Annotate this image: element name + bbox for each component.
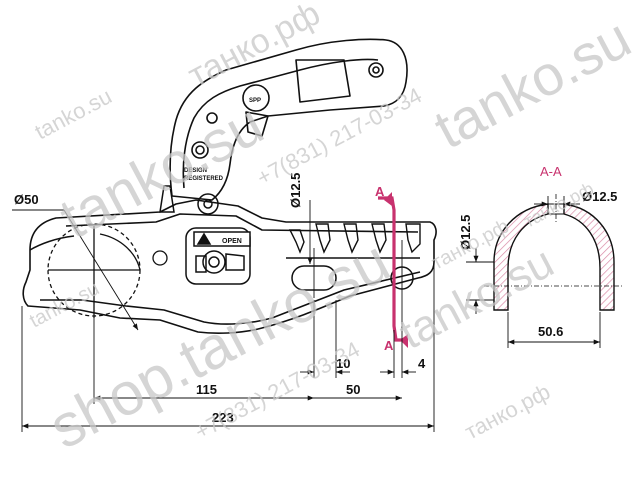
dim-section-diameter: Ø12.5 — [582, 189, 617, 204]
dim-slot-10: 10 — [336, 356, 350, 371]
dim-section-height: Ø12.5 — [458, 215, 473, 250]
lock-handle — [169, 38, 408, 201]
coupling-body — [22, 199, 437, 334]
watermark-11: танко.рф — [461, 379, 555, 445]
watermark-8: tanko.su — [26, 277, 103, 332]
dim-offset-4: 4 — [418, 356, 426, 371]
label-design: DESIGN — [184, 168, 207, 174]
watermark-3: tanko.su — [424, 6, 640, 161]
watermark-6: +7(831) 217-03-34 — [253, 82, 426, 190]
label-registered: REGISTERED — [184, 176, 224, 182]
watermark-1: tanko.su — [31, 83, 116, 144]
section-title: A-A — [540, 164, 562, 179]
dim-bolt-diameter-side: Ø12.5 — [288, 173, 303, 208]
dimension-lines — [12, 200, 435, 432]
watermark-9: tanko.su — [392, 237, 562, 358]
dim-length-50: 50 — [346, 382, 360, 397]
brand-logo-mark: SPP — [249, 98, 261, 104]
bolt-slots — [291, 240, 414, 300]
dim-ball-diameter: Ø50 — [14, 192, 39, 207]
section-view — [484, 194, 624, 311]
dim-length-223: 223 — [212, 410, 234, 425]
dim-length-115: 115 — [196, 382, 217, 397]
section-marker-bottom: A — [384, 338, 394, 353]
ball-socket — [47, 223, 168, 318]
section-dimension-lines — [466, 196, 601, 348]
safety-indicator — [185, 227, 251, 285]
dim-section-width: 50.6 — [538, 324, 563, 339]
pivot-assembly — [159, 185, 219, 215]
section-cut-line — [378, 192, 408, 348]
label-open: OPEN — [222, 238, 242, 245]
section-marker-top: A — [375, 184, 385, 199]
